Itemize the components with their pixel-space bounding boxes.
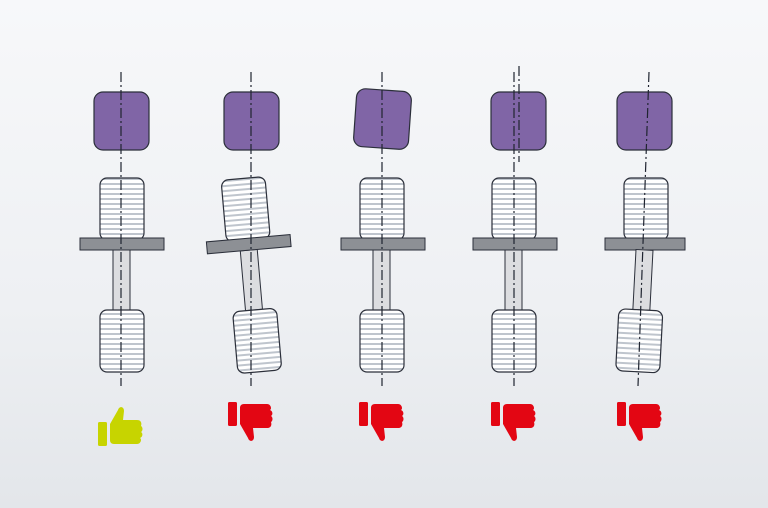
bearing-plate	[340, 237, 426, 251]
configuration-parallel-offset	[472, 66, 558, 386]
lower-coupling	[232, 308, 282, 374]
motor-block	[353, 88, 412, 150]
center-axis	[637, 71, 650, 387]
configuration-combined-misalignment	[604, 71, 686, 387]
thumb-down-icon	[228, 402, 273, 441]
configuration-aligned	[79, 72, 165, 386]
bearing-plate	[205, 234, 292, 255]
motor-block	[616, 91, 673, 151]
upper-coupling	[221, 176, 271, 243]
thumb-down-icon	[491, 402, 536, 441]
thumb-down-icon	[617, 402, 662, 441]
bearing-plate	[604, 237, 686, 251]
configuration-motor-tilted	[340, 72, 426, 386]
upper-coupling	[623, 177, 669, 241]
lower-coupling	[99, 309, 145, 373]
thumb-up-icon	[98, 407, 143, 446]
upper-coupling	[99, 177, 145, 241]
configuration-angular-misalignment	[205, 72, 292, 386]
bearing-plate	[79, 237, 165, 251]
bearing-plate	[472, 237, 558, 251]
thumb-down-icon	[359, 402, 404, 441]
